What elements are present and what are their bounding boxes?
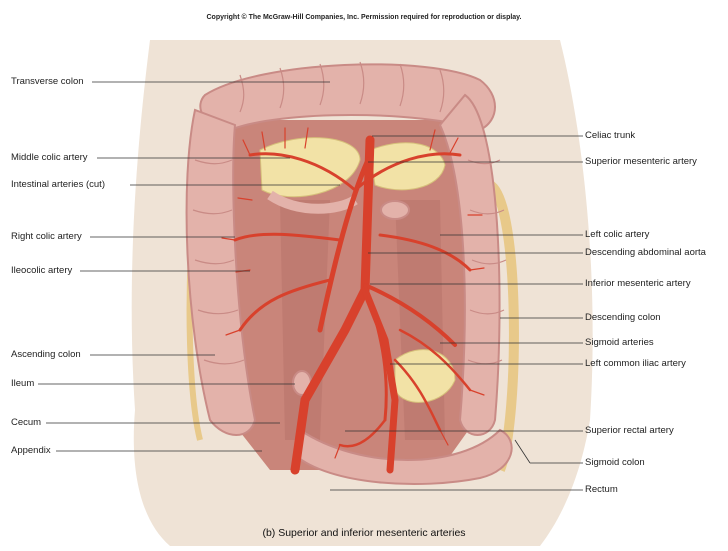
sigmoid-arteries [398,328,472,392]
superior-mesenteric-artery [317,157,371,333]
inferior-mesenteric-artery [363,283,457,347]
label-ascending-colon: Ascending colon [11,349,81,360]
label-superior-mesenteric-artery: Superior mesenteric artery [585,156,697,167]
descending-colon [438,93,501,436]
superior-rectal-artery [338,418,387,448]
label-rectum: Rectum [585,484,618,495]
label-right-colic-artery: Right colic artery [11,231,82,242]
label-descending-colon: Descending colon [585,312,661,323]
label-inferior-mesenteric-artery: Inferior mesenteric artery [585,278,691,289]
right-colic-artery [233,232,342,242]
ileocolic-artery [238,278,332,332]
label-sigmoid-colon: Sigmoid colon [585,457,645,468]
label-appendix: Appendix [11,445,51,456]
middle-colic-artery [248,152,357,192]
label-superior-rectal-artery: Superior rectal artery [585,425,674,436]
left-colic-artery [378,233,472,272]
label-ileum: Ileum [11,378,35,389]
label-intestinal-arteries: Intestinal arteries (cut) [11,179,105,190]
label-sigmoid-arteries: Sigmoid arteries [585,337,654,348]
figure-caption: (b) Superior and inferior mesenteric art… [262,527,466,539]
label-celiac-trunk: Celiac trunk [585,130,636,141]
label-ileocolic-artery: Ileocolic artery [11,265,73,276]
label-transverse-colon: Transverse colon [11,76,84,87]
label-left-common-iliac-artery: Left common iliac artery [585,358,686,369]
label-descending-abdominal-aorta: Descending abdominal aorta [585,247,706,258]
label-cecum: Cecum [11,417,42,428]
ascending-colon [185,108,257,436]
descending-abdominal-aorta [290,135,375,475]
label-left-colic-artery: Left colic artery [585,229,650,240]
copyright-notice: Copyright © The McGraw-Hill Companies, I… [206,14,522,21]
label-middle-colic-artery: Middle colic artery [11,152,88,163]
